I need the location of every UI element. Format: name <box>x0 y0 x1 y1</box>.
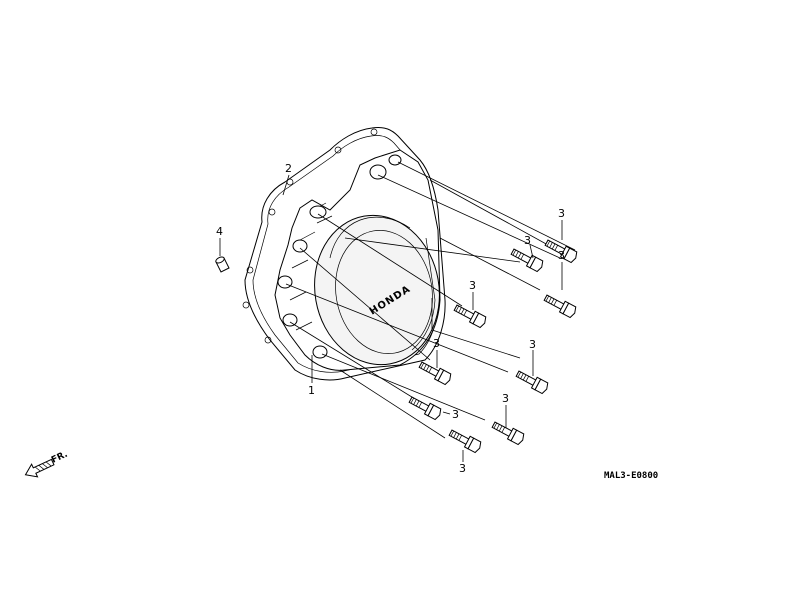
bolt <box>408 396 442 421</box>
bolt <box>418 361 452 386</box>
dowel-pin <box>215 256 230 273</box>
callout-bolt: 3 <box>469 279 476 292</box>
bolt <box>543 294 577 319</box>
callout-bolt: 3 <box>524 234 531 247</box>
callout-cover: 1 <box>308 384 315 397</box>
callout-ticks <box>219 174 563 462</box>
generator-cover <box>274 149 441 371</box>
bolt <box>453 304 487 329</box>
bolt <box>544 239 578 264</box>
front-arrow-icon <box>24 458 55 478</box>
callout-dowel: 4 <box>216 225 223 238</box>
bolt <box>491 421 525 446</box>
callout-bolt: 3 <box>459 462 466 475</box>
callout-bolt: 3 <box>433 337 440 350</box>
callout-bolt: 3 <box>502 392 509 405</box>
bolt <box>515 370 549 395</box>
callout-gasket: 2 <box>285 162 292 175</box>
callout-bolt: 3 <box>529 338 536 351</box>
callout-bolt: 3 <box>558 249 565 262</box>
bolt <box>510 248 544 273</box>
diagram-code: MAL3-E0800 <box>604 471 658 481</box>
bolt <box>448 429 482 454</box>
leader-lines <box>285 161 576 439</box>
front-indicator-label: FR. <box>50 450 69 466</box>
callout-bolt: 3 <box>452 408 459 421</box>
callout-bolt: 3 <box>558 207 565 220</box>
